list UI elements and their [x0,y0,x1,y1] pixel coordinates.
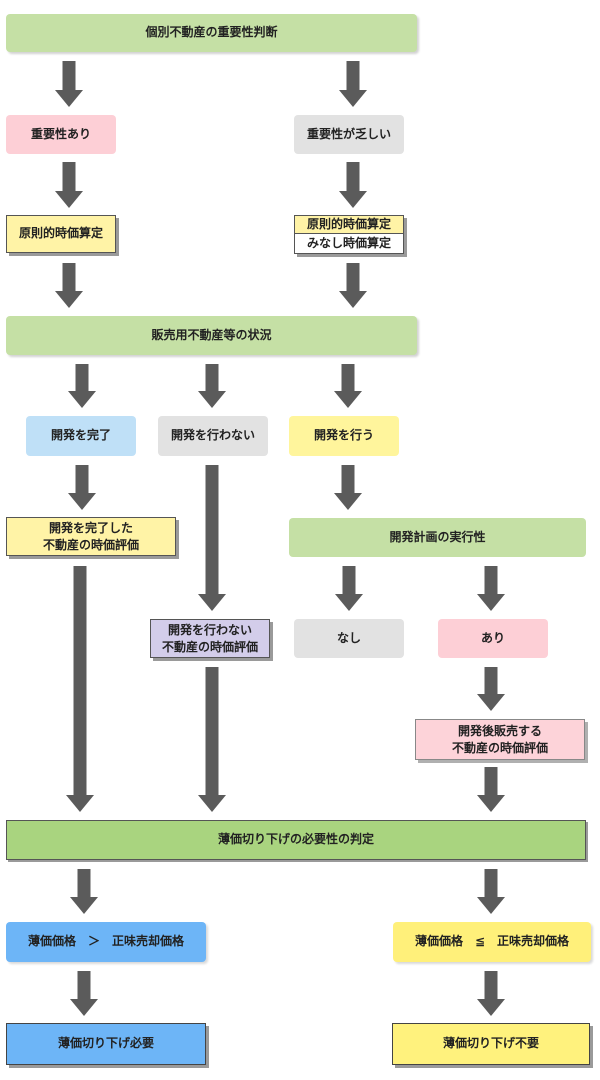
condition-book-greater-than-net: 薄価価格 ＞ 正味売却価格 [6,922,206,962]
feasibility-exists: あり [438,619,548,658]
arrow-down-icon [477,667,505,711]
arrow-down-icon [339,263,367,308]
development-completed: 開発を完了 [26,416,136,456]
arrow-down-icon [68,465,96,510]
post-development-sale-valuation: 開発後販売する 不動産の時価評価 [415,719,585,760]
condition-book-less-or-equal-net: 薄価価格 ≦ 正味売却価格 [393,922,591,962]
arrow-down-icon [334,364,362,408]
sales-property-status: 販売用不動産等の状況 [6,316,417,355]
do-development: 開発を行う [289,416,399,456]
arrow-down-icon [55,162,83,208]
arrow-down-icon [68,364,96,408]
arrow-down-icon [335,566,363,611]
completed-property-valuation: 開発を完了した 不動産の時価評価 [6,517,176,556]
arrow-down-icon [198,465,226,611]
arrow-down-icon [55,61,83,107]
development-plan-feasibility: 開発計画の実行性 [289,518,586,557]
no-development: 開発を行わない [158,416,268,456]
valuation-stack-right: 原則的時価算定 みなし時価算定 [294,215,404,254]
arrow-down-icon [70,869,98,914]
arrow-down-icon [55,263,83,308]
arrow-down-icon [477,869,505,914]
arrow-down-icon [334,465,362,510]
individual-property-importance-judgment: 個別不動産の重要性判断 [6,14,417,52]
principle-valuation-right: 原則的時価算定 [295,216,403,234]
feasibility-none: なし [294,619,404,658]
arrow-down-icon [198,667,226,812]
arrow-down-icon [477,767,505,812]
arrow-down-icon [339,61,367,107]
important-node: 重要性あり [6,115,116,154]
not-important-node: 重要性が乏しい [294,115,404,154]
arrow-down-icon [66,566,94,812]
arrow-down-icon [198,364,226,408]
writedown-not-required: 薄価切り下げ不要 [392,1023,590,1065]
arrow-down-icon [477,566,505,611]
no-development-property-valuation: 開発を行わない 不動産の時価評価 [150,619,270,658]
writedown-necessity-judgment: 薄価切り下げの必要性の判定 [6,820,586,860]
arrow-down-icon [70,971,98,1016]
writedown-required: 薄価切り下げ必要 [6,1023,206,1065]
deemed-valuation-right: みなし時価算定 [295,235,403,253]
arrow-down-icon [339,162,367,208]
principle-valuation-left: 原則的時価算定 [6,215,116,253]
arrow-down-icon [477,971,505,1016]
